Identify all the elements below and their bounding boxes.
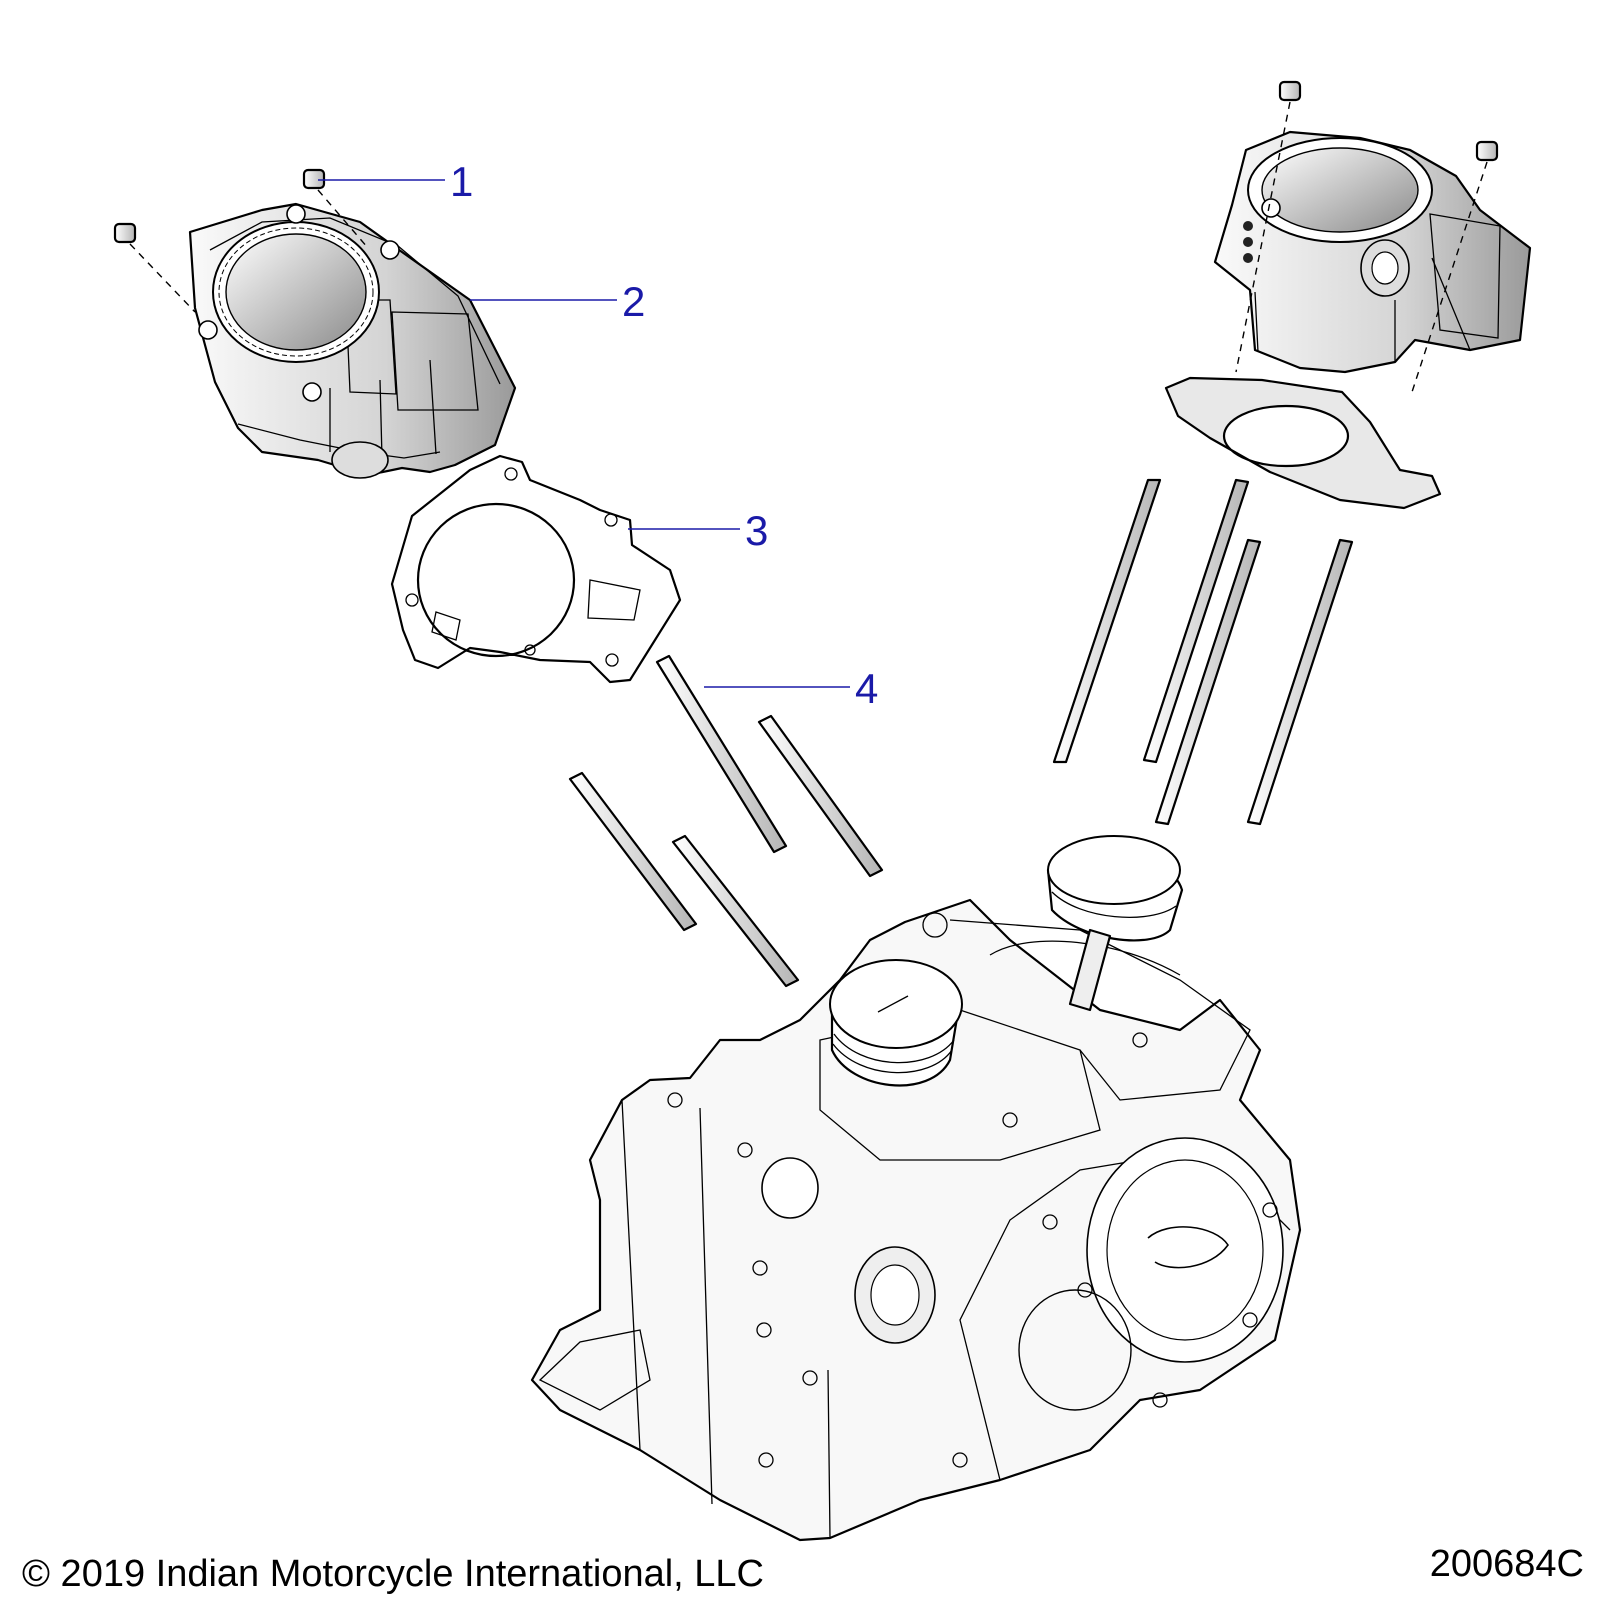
callout-2[interactable]: 2: [622, 278, 645, 325]
rear-cylinder-studs: [1052, 478, 1354, 826]
rear-cylinder: [1213, 130, 1532, 374]
front-dowel-pins: [113, 168, 369, 313]
crankcase-assembly: [530, 898, 1302, 1542]
callout-leaders: [318, 179, 850, 688]
callout-4[interactable]: 4: [855, 665, 878, 712]
front-head-gasket: [390, 454, 682, 684]
front-cylinder-studs: [568, 654, 884, 988]
figure-id: 200684C: [1429, 1543, 1584, 1585]
rear-head-gasket: [1164, 376, 1442, 510]
callout-numbers: 1 2 3 4: [450, 158, 878, 712]
copyright-notice: © 2019 Indian Motorcycle International, …: [22, 1553, 764, 1595]
front-cylinder: [188, 202, 517, 479]
callout-1[interactable]: 1: [450, 158, 473, 205]
callout-3[interactable]: 3: [745, 507, 768, 554]
front-piston: [829, 959, 963, 1087]
rear-piston: [1046, 835, 1184, 1012]
rear-dowel-pins: [1235, 80, 1499, 393]
